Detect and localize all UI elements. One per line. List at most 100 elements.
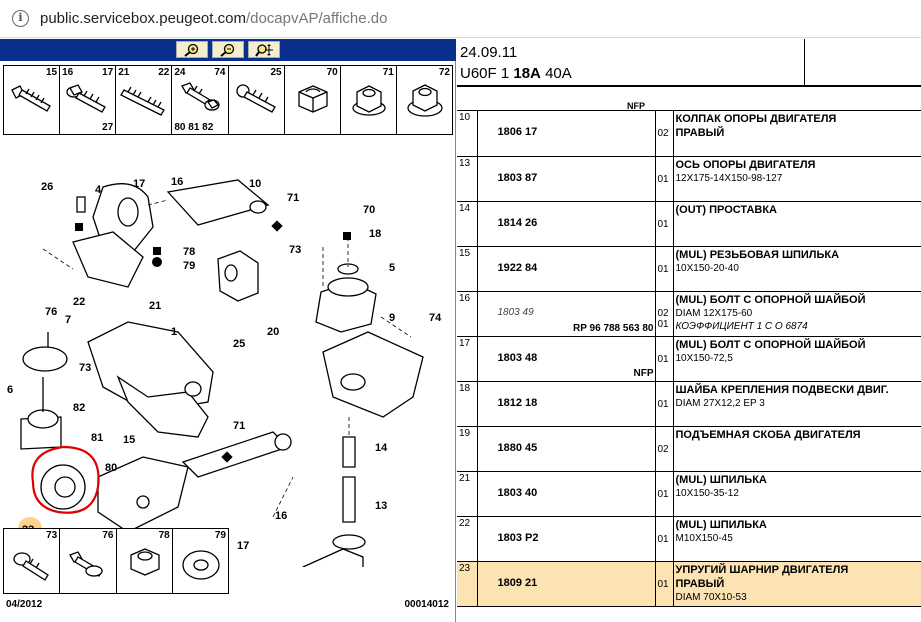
part-cell[interactable]: 21 22 [116,66,173,134]
fasteners-strip-bottom: 73 76 78 79 [3,528,229,594]
part-cell[interactable]: 71 [341,66,397,134]
callout-79[interactable]: 79 [183,260,195,272]
part-reference[interactable]: 1803 49 [497,306,534,318]
part-spec: 12X175-14X150-98-127 [675,172,783,184]
part-reference[interactable]: 1803 P2 [497,531,539,544]
zoom-out-button[interactable] [212,41,244,58]
callout-70[interactable]: 70 [363,204,375,216]
position-cell: 16 [457,291,478,337]
callout-10[interactable]: 10 [249,178,261,190]
callout-17b[interactable]: 17 [237,540,249,552]
quantity-cell: 01 [655,201,674,247]
callout-73b[interactable]: 73 [289,244,301,256]
part-spec: DIAM 27X12,2 EP 3 [675,397,765,409]
reference-cell[interactable]: 1806 17 [477,111,656,157]
callout-18[interactable]: 18 [369,228,381,240]
part-reference[interactable]: 1803 87 [497,171,538,184]
callout-16b[interactable]: 16 [275,510,287,522]
reference-cell[interactable]: 1809 21 [477,561,656,607]
callout-71[interactable]: 71 [287,192,299,204]
part-cell[interactable]: 25 [229,66,285,134]
callout-7[interactable]: 7 [65,314,71,326]
callout-22[interactable]: 22 [73,296,85,308]
callout-17[interactable]: 17 [133,178,145,190]
part-cell[interactable]: 79 [173,529,228,593]
part-reference[interactable]: 1803 48 [497,351,538,364]
part-reference[interactable]: 1922 84 [497,261,538,274]
callout-6[interactable]: 6 [7,384,13,396]
part-description: ПРАВЫЙ [675,127,725,139]
part-reference[interactable]: 1803 40 [497,486,538,499]
zoom-move-button[interactable] [248,41,280,58]
part-cell[interactable]: 72 [397,66,452,134]
callout-73[interactable]: 73 [79,362,91,374]
callout-74[interactable]: 74 [429,312,442,324]
cut-text: NFP [627,101,645,111]
callout-25[interactable]: 25 [233,338,245,350]
callout-15[interactable]: 15 [123,434,135,446]
part-reference[interactable]: 1806 17 [497,126,538,138]
callout-14[interactable]: 14 [375,442,388,454]
reference-cell[interactable]: 1922 84 [477,246,656,292]
reference-cell[interactable]: 1803 P2 [477,516,656,562]
part-reference[interactable]: 1880 45 [497,441,538,454]
part-cell[interactable]: 73 [4,529,61,593]
part-cell[interactable]: 16 17 27 [60,66,117,134]
part-reference[interactable]: 1809 21 [497,576,538,589]
info-icon[interactable]: i [12,10,29,27]
position-cell: 18 [457,381,478,427]
callout-16[interactable]: 16 [171,176,183,188]
callout-1[interactable]: 1 [171,326,177,338]
callout-21[interactable]: 21 [149,300,161,312]
callout-9[interactable]: 9 [389,312,395,324]
part-number: 22 [158,67,170,78]
part-cell[interactable]: 78 [117,529,173,593]
zoom-in-button[interactable] [176,41,208,58]
callout-82[interactable]: 82 [73,402,85,414]
address-bar[interactable]: i public.servicebox.peugeot.com/docapvAP… [0,0,921,38]
square-marker [343,232,351,240]
flange-bolt-icon [69,551,104,577]
callout-71b[interactable]: 71 [233,420,245,432]
url-text[interactable]: public.servicebox.peugeot.com/docapvAP/a… [40,10,388,27]
reference-cell[interactable]: 1803 87 [477,156,656,202]
reference-cell[interactable]: 1880 45 [477,426,656,472]
callout-80[interactable]: 80 [105,462,117,474]
callout-26[interactable]: 26 [41,181,53,193]
reference-cell[interactable]: 1803 40 [477,471,656,517]
callout-76[interactable]: 76 [45,306,57,318]
quantity: 01 [657,318,669,330]
callout-78[interactable]: 78 [183,246,195,258]
callout-20[interactable]: 20 [267,326,279,338]
part-reference[interactable]: 1812 18 [497,396,538,409]
callout-13[interactable]: 13 [375,500,387,512]
callout-81[interactable]: 81 [91,432,103,444]
part-spec: 10X150-72,5 [675,352,733,364]
part-cell[interactable]: 15 [4,66,61,134]
part-cell[interactable]: 70 [285,66,341,134]
part-cell[interactable]: 76 [60,529,117,593]
part-cell[interactable]: 24 74 80 81 82 [172,66,229,134]
reference-cell[interactable]: 1812 18 [477,381,656,427]
part-reference[interactable]: 1814 26 [497,216,538,229]
callout-5[interactable]: 5 [389,262,395,274]
part-description: ПОДЪЕМНАЯ СКОБА ДВИГАТЕЛЯ [675,428,861,441]
reference-cell[interactable]: 1814 26 [477,201,656,247]
callout-4[interactable]: 4 [95,184,102,196]
